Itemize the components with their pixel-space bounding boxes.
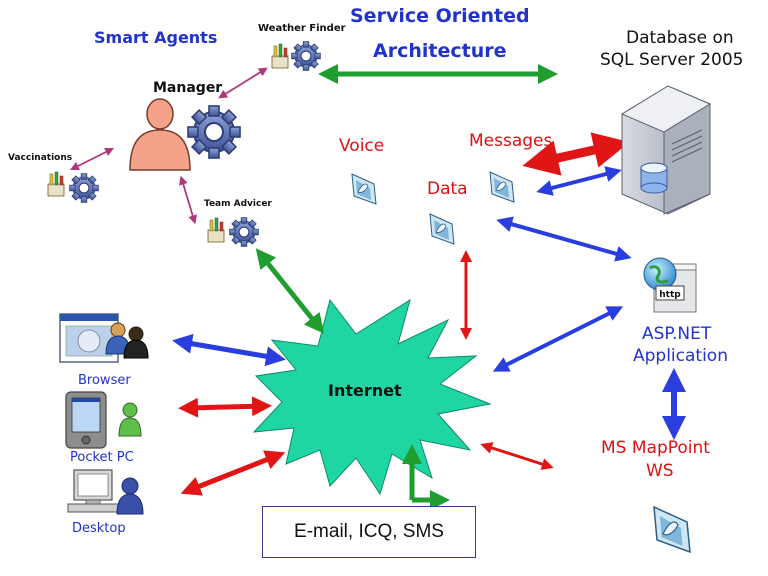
- arrow-internet-mappoint: [480, 442, 554, 470]
- title-line-2: Architecture: [373, 40, 507, 62]
- arrow-manager-team: [178, 175, 198, 225]
- vaccinations-tools-icon: [47, 171, 65, 197]
- vaccinations-gear-icon: [69, 173, 99, 203]
- voice-service-icon: [351, 173, 377, 205]
- manager-gear-icon: [187, 105, 241, 159]
- manager-person-icon: [129, 98, 191, 171]
- team-advicer-label: Team Advicer: [204, 199, 272, 209]
- smart-agents-label: Smart Agents: [94, 28, 218, 47]
- vaccinations-label: Vaccinations: [8, 153, 73, 163]
- weather-finder-label: Weather Finder: [258, 23, 346, 34]
- browser-label: Browser: [78, 373, 131, 388]
- email-icq-sms-label: E-mail, ICQ, SMS: [294, 521, 444, 542]
- arrow-browser-internet: [172, 333, 286, 367]
- http-badge: http: [659, 290, 681, 300]
- desktop-device-icon: [67, 469, 121, 513]
- team-advicer-gear-icon: [229, 217, 259, 247]
- database-server-icon: [620, 85, 712, 215]
- voice-label: Voice: [339, 136, 385, 156]
- arrow-data-db: [536, 166, 622, 196]
- team-advicer-tools-icon: [207, 217, 225, 243]
- mappoint-line-1: MS MapPoint: [601, 438, 710, 458]
- mappoint-service-icon: [653, 506, 691, 553]
- data-service-icon: [429, 213, 455, 245]
- messages-label: Messages: [469, 131, 553, 151]
- internet-label: Internet: [328, 381, 402, 400]
- email-icq-sms-box: E-mail, ICQ, SMS: [262, 506, 476, 558]
- arrow-manager-vaccinations: [69, 147, 115, 171]
- pocketpc-device-icon: [65, 391, 107, 449]
- weather-finder-tools-icon: [271, 43, 289, 69]
- pocketpc-user-icon: [118, 402, 142, 437]
- messages-service-icon: [489, 171, 515, 203]
- mappoint-line-2: WS: [646, 461, 674, 481]
- arrow-manager-weather: [218, 67, 268, 99]
- desktop-label: Desktop: [72, 521, 126, 536]
- asp-line-1: ASP.NET: [642, 324, 712, 344]
- pocketpc-label: Pocket PC: [70, 450, 134, 465]
- data-label: Data: [427, 179, 468, 199]
- asp-line-2: Application: [633, 346, 728, 366]
- database-line-1: Database on: [626, 28, 734, 48]
- arrow-team-internet: [255, 248, 325, 334]
- manager-label: Manager: [153, 80, 223, 96]
- database-line-2: SQL Server 2005: [600, 50, 744, 70]
- weather-finder-gear-icon: [291, 41, 321, 71]
- arrow-data-asp: [496, 216, 632, 262]
- arrow-internet-asp: [492, 306, 624, 372]
- arrow-desktop-internet: [180, 450, 286, 496]
- browser-users-icon: [105, 322, 149, 359]
- arrow-pocketpc-internet: [178, 396, 272, 418]
- desktop-user-icon: [116, 477, 144, 515]
- internet-burst: [252, 298, 492, 496]
- title-line-1: Service Oriented: [350, 5, 530, 27]
- aspnet-app-icon: http: [643, 257, 697, 313]
- arrow-messages-db: [522, 132, 630, 176]
- browser-device-icon: [59, 313, 119, 363]
